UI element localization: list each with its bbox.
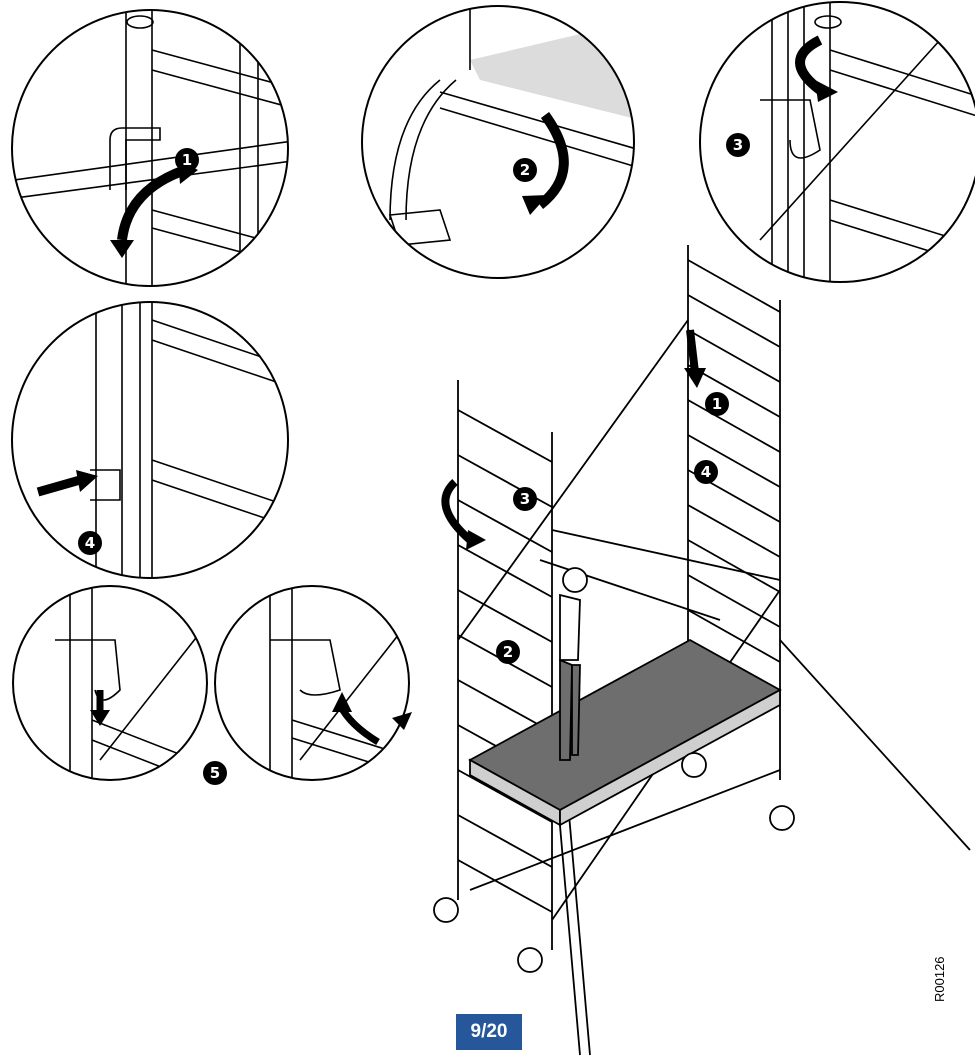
svg-text:4: 4: [85, 534, 95, 552]
step-marker-5: 5: [203, 761, 227, 785]
document-code: R00126: [932, 956, 947, 1002]
step-marker-1: 1: [175, 148, 199, 172]
step-marker-2: 2: [513, 158, 537, 182]
scaffold-tower: [433, 245, 971, 1056]
detail-circle-3: [699, 1, 975, 283]
detail-circle-2: [361, 5, 635, 279]
step-marker-3-tower: 3: [513, 487, 537, 511]
step-marker-1-tower: 1: [705, 392, 729, 416]
step-marker-4: 4: [78, 531, 102, 555]
svg-text:1: 1: [712, 395, 722, 413]
svg-text:2: 2: [503, 643, 513, 661]
svg-text:2: 2: [520, 161, 530, 179]
svg-text:5: 5: [210, 764, 220, 782]
step-marker-3: 3: [726, 133, 750, 157]
step-marker-4-tower: 4: [694, 460, 718, 484]
detail-circle-5a: [12, 585, 208, 781]
page-number-badge: 9/20: [456, 1014, 522, 1050]
svg-text:3: 3: [520, 490, 530, 508]
svg-text:1: 1: [182, 151, 192, 169]
detail-circle-4: [11, 301, 289, 579]
detail-circle-5b: [214, 585, 412, 781]
detail-circle-1: [11, 9, 289, 287]
tower-arrows: [441, 329, 706, 550]
svg-text:4: 4: [701, 463, 711, 481]
step-marker-2-tower: 2: [496, 640, 520, 664]
svg-text:3: 3: [733, 136, 743, 154]
